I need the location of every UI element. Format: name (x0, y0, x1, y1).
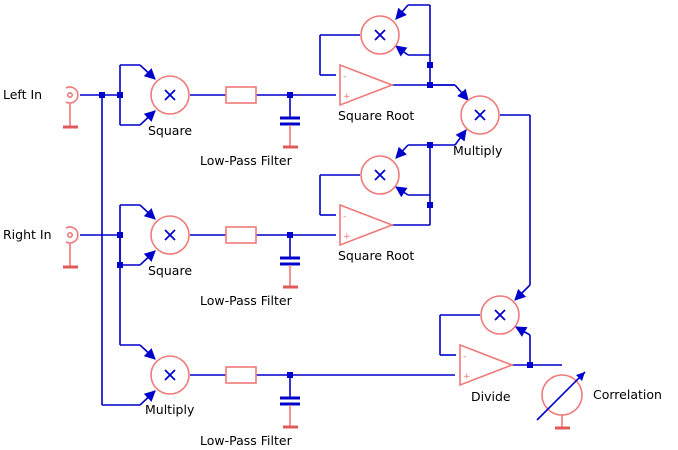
filter-3-capacitor (280, 396, 300, 429)
junction-dots (99, 62, 533, 378)
lpf-2-label: Low-Pass Filter (200, 293, 293, 308)
filter-2-capacitor (280, 256, 300, 289)
square-1-label: Square (148, 123, 192, 138)
svg-text:-: - (343, 72, 346, 82)
cross-multiplier (150, 355, 190, 395)
svg-text:+: + (343, 232, 351, 242)
rms-product-multiplier (460, 95, 500, 135)
svg-text:-: - (463, 352, 466, 362)
filter-3-resistor (225, 366, 257, 384)
right-input-jack (63, 226, 79, 269)
svg-text:+: + (343, 92, 351, 102)
left-input-jack (63, 86, 79, 129)
square-2-multiplier (150, 215, 190, 255)
wires (80, 4, 562, 406)
multiply-1-label: Multiply (145, 402, 195, 417)
filter-1-resistor (225, 86, 257, 104)
sqrt-2-feedback-multiplier (360, 155, 400, 195)
lpf-3-label: Low-Pass Filter (200, 433, 293, 448)
square-2-label: Square (148, 263, 192, 278)
lpf-1-label: Low-Pass Filter (200, 153, 293, 168)
correlation-label: Correlation (593, 387, 662, 402)
square-1-multiplier (150, 75, 190, 115)
filter-1-capacitor (280, 116, 300, 149)
divide-opamp: - + (459, 343, 515, 387)
right-in-label: Right In (3, 227, 52, 242)
svg-text:-: - (343, 212, 346, 222)
left-in-label: Left In (3, 87, 42, 102)
sqrt-1-feedback-multiplier (360, 15, 400, 55)
sqrt-1-opamp: - + (339, 63, 395, 107)
sqrt-1-label: Square Root (338, 108, 414, 123)
multiply-2-label: Multiply (453, 143, 503, 158)
sqrt-2-label: Square Root (338, 248, 414, 263)
divide-label: Divide (471, 389, 511, 404)
sqrt-2-opamp: - + (339, 203, 395, 247)
svg-text:+: + (463, 372, 471, 382)
correlation-meter (536, 371, 586, 430)
divide-feedback-multiplier (480, 295, 520, 335)
filter-2-resistor (225, 226, 257, 244)
